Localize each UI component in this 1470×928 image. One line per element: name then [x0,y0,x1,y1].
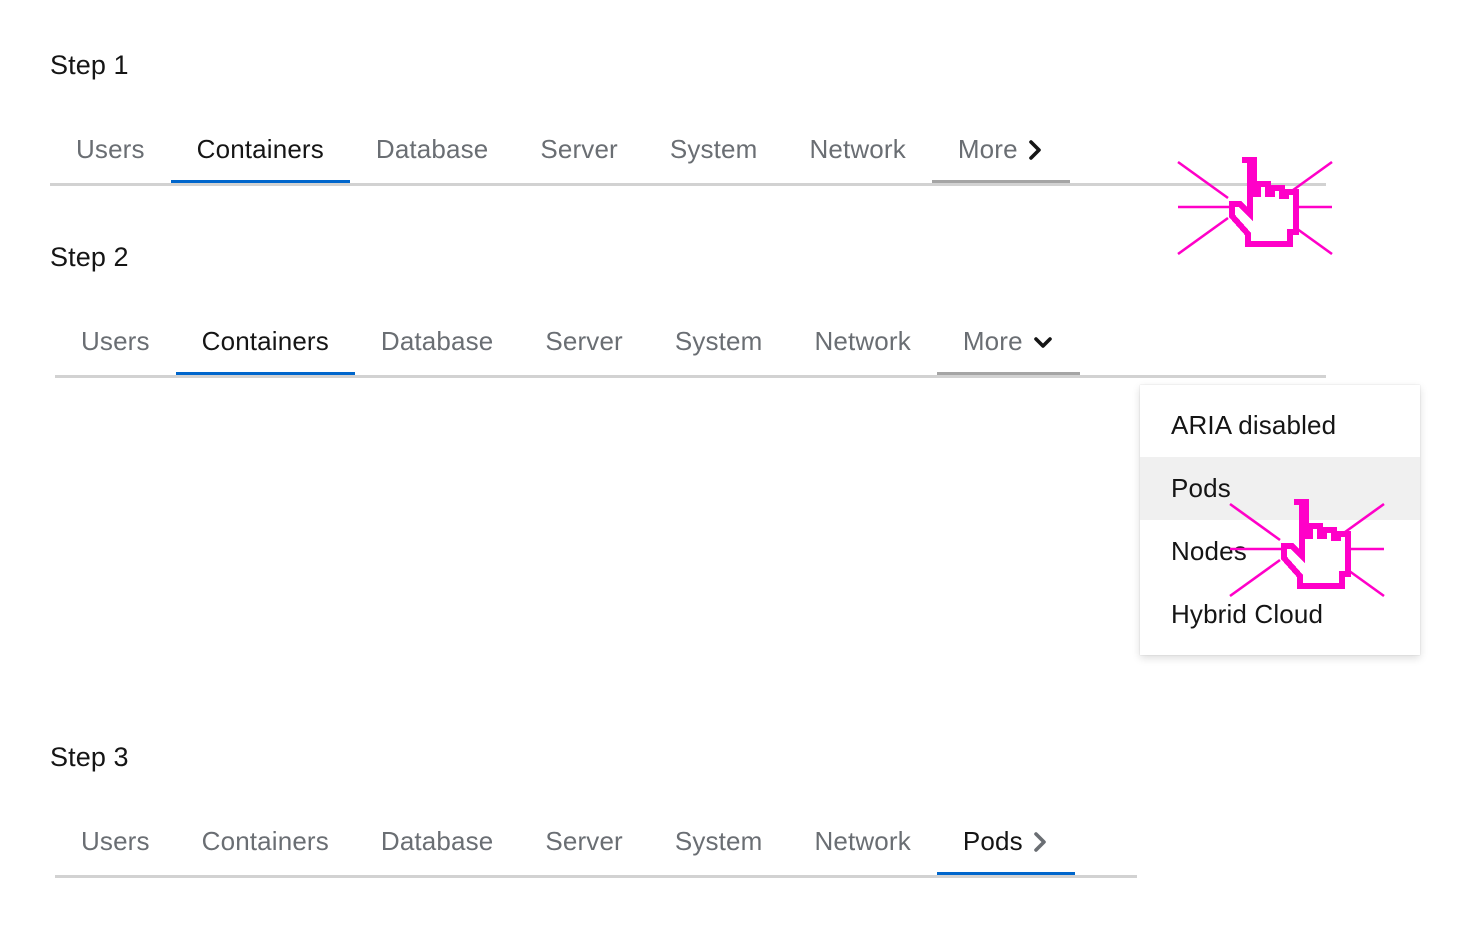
tab-label: Network [814,326,911,356]
tab-containers[interactable]: Containers [175,310,356,377]
step-2-tab-bar: Users Containers Database Server System … [55,310,1326,378]
tab-containers[interactable]: Containers [176,810,355,872]
tab-label: Users [76,134,145,164]
tab-system[interactable]: System [649,810,789,872]
menu-item-aria-disabled[interactable]: ARIA disabled [1140,394,1420,457]
tab-label: More [957,134,1018,164]
chevron-right-icon [1032,831,1049,853]
step-1-tab-bar: Users Containers Database Server System … [50,118,1326,186]
tab-list: Users Containers Database Server System … [50,118,1326,185]
tab-database[interactable]: Database [350,118,515,180]
menu-item-label: Hybrid Cloud [1171,599,1324,630]
tab-label: System [674,326,763,356]
menu-item-label: ARIA disabled [1171,410,1337,440]
tab-label: Containers [196,134,324,164]
menu-item-label: Pods [1171,473,1231,504]
tab-network[interactable]: Network [788,310,936,372]
step-1-heading: Step 1 [50,50,129,80]
tab-label: Containers [201,326,329,356]
tab-baseline [50,183,1326,186]
tab-more[interactable]: More [931,118,1070,185]
step-2-heading: Step 2 [50,242,129,272]
tab-list: Users Containers Database Server System … [55,810,1326,877]
tab-label: System [674,826,763,856]
tab-server[interactable]: Server [519,310,648,372]
menu-item-nodes[interactable]: Nodes [1140,520,1420,583]
step-3-tab-bar: Users Containers Database Server System … [55,810,1326,878]
tab-label: Server [545,826,623,856]
tab-database[interactable]: Database [355,810,520,872]
tab-label: Server [545,326,623,356]
tab-label: System [669,134,758,164]
tab-pods[interactable]: Pods [936,810,1075,877]
tab-label: Server [540,134,618,164]
tab-server[interactable]: Server [519,810,648,872]
tab-containers[interactable]: Containers [170,118,351,185]
tab-label: Containers [201,826,329,856]
tab-label: Pods [962,826,1023,856]
menu-item-label: Nodes [1171,536,1247,567]
tab-label: More [962,326,1023,356]
tab-more[interactable]: More [936,310,1080,377]
tab-users[interactable]: Users [55,810,176,872]
tab-label: Database [380,326,494,356]
tab-system[interactable]: System [649,310,789,372]
tab-label: Database [380,826,494,856]
chevron-down-icon [1032,334,1054,351]
tab-label: Users [81,826,150,856]
tab-baseline [55,875,1137,878]
tab-system[interactable]: System [644,118,784,180]
chevron-right-icon [1027,139,1044,161]
tab-database[interactable]: Database [355,310,520,372]
tab-network[interactable]: Network [788,810,936,872]
tab-list: Users Containers Database Server System … [55,310,1326,377]
tab-baseline [55,375,1326,378]
step-3-heading: Step 3 [50,742,129,772]
tab-network[interactable]: Network [783,118,931,180]
more-dropdown-menu: ARIA disabled Pods Nodes Hybrid Cloud [1140,385,1420,656]
tab-label: Database [375,134,489,164]
tab-server[interactable]: Server [514,118,643,180]
menu-item-hybrid-cloud[interactable]: Hybrid Cloud [1140,583,1420,646]
tab-label: Network [814,826,911,856]
tab-label: Users [81,326,150,356]
menu-item-pods[interactable]: Pods [1140,457,1420,521]
tab-users[interactable]: Users [50,118,171,180]
tab-users[interactable]: Users [55,310,176,372]
tab-label: Network [809,134,906,164]
